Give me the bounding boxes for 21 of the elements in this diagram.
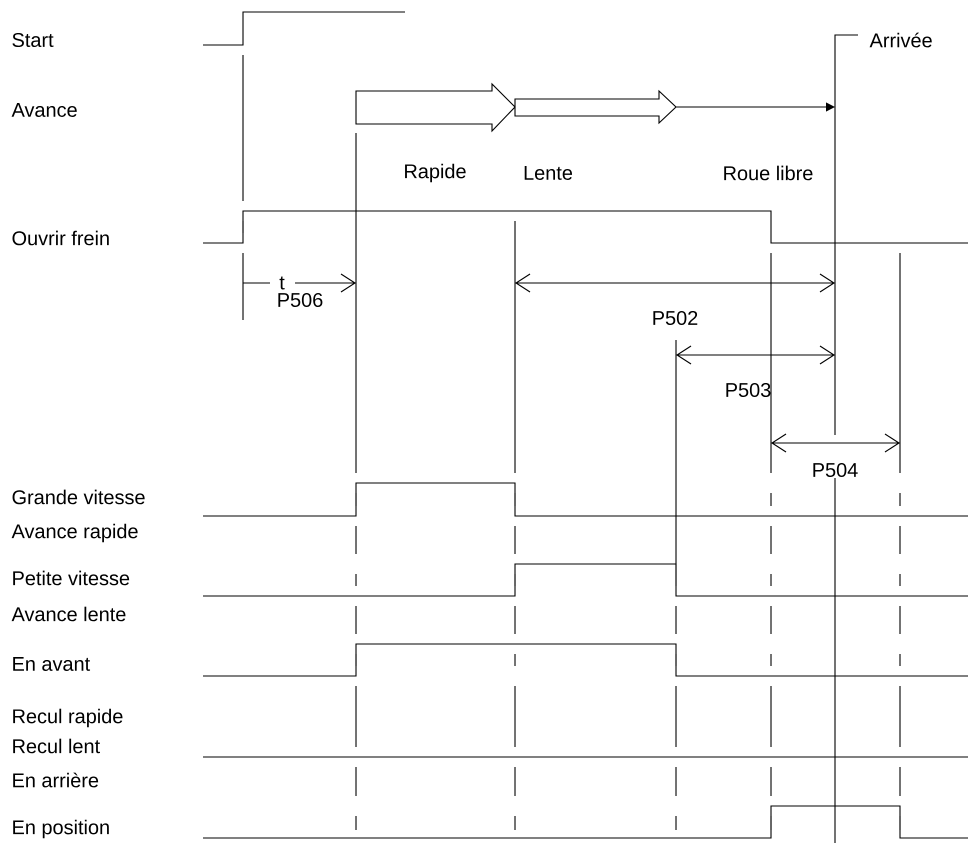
dimension-label: P504 (813, 462, 858, 478)
signal-label: Grande vitesse (12, 490, 145, 504)
marker-label: Arrivée (870, 32, 932, 48)
signal-label: Petite vitesse (13, 570, 130, 586)
signal-label: Recul rapide (13, 708, 122, 728)
signal-label: En position (13, 820, 109, 838)
dimension-label: t (280, 276, 285, 290)
signal-label: Avance rapide (12, 524, 138, 542)
signal-label: Avance (12, 103, 77, 117)
phase-label: Roue libre (724, 166, 812, 180)
phase-label: Rapide (405, 164, 466, 182)
signal-label: En avant (13, 657, 90, 671)
signal-label: Start (12, 32, 54, 48)
dimension-label: P506 (278, 292, 322, 308)
phase-label: Lente (524, 166, 572, 180)
signal-label: Recul lent (13, 738, 100, 754)
signal-label: En arrière (13, 772, 98, 788)
signal-label: Ouvrir frein (12, 230, 109, 246)
dimension-label: P503 (726, 382, 770, 398)
dimension-label: P502 (653, 310, 698, 326)
signal-label: Avance lente (12, 606, 126, 622)
